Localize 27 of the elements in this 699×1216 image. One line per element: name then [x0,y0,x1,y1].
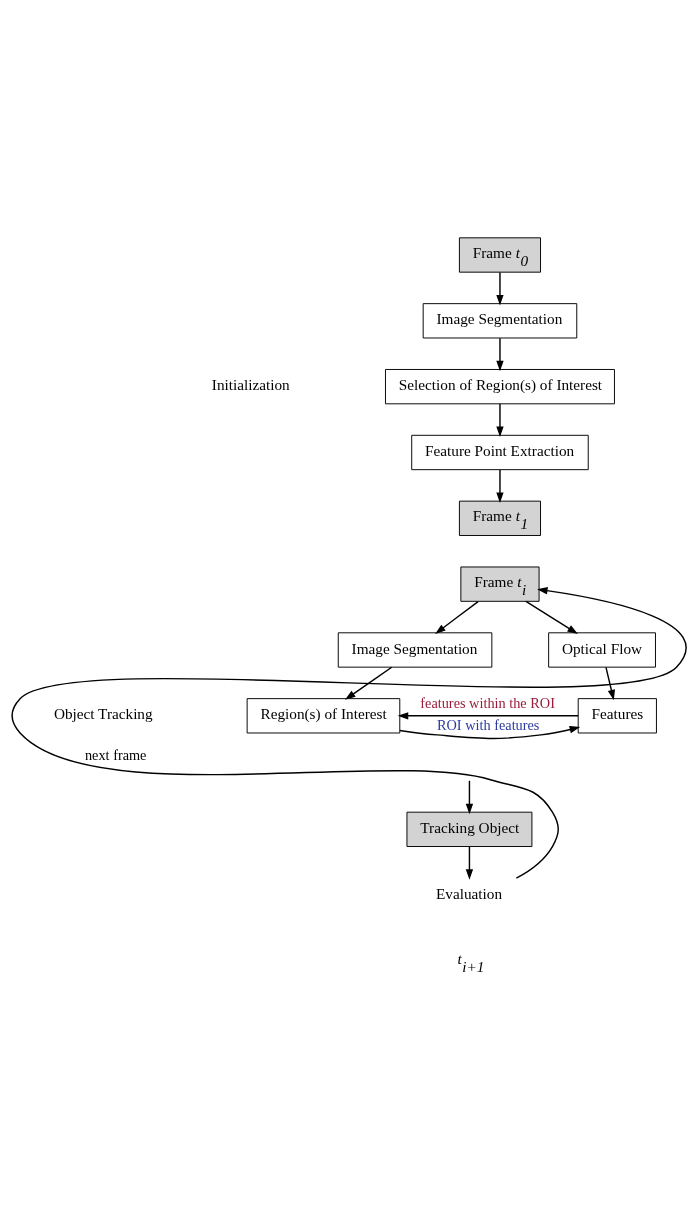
arrow [465,780,474,815]
node-box: Features [577,698,657,734]
node-text: Evaluation [436,884,503,902]
arrow [496,271,504,306]
node-box: Feature Point Extraction [411,434,589,471]
node-box: Tracking Object [406,811,533,847]
edge-label: next frame [84,746,147,763]
edge-label: features within the ROI [420,695,555,712]
arrow [496,337,504,372]
node-box: Image Segmentation [337,632,493,668]
node-box: Image Segmentation [422,303,578,339]
label: Initialization [211,376,290,394]
edge-label: ROI with features [437,717,540,734]
arrow [399,726,581,740]
arrow [496,469,504,503]
node-box: Selection of Region(s) of Interest [385,369,615,405]
arrow [465,846,474,880]
label: Object Tracking [53,705,153,723]
arrow [397,712,579,720]
arrow [605,666,615,701]
arrow [11,587,687,879]
arrow [496,403,504,438]
node-box: Region(s) of Interest [246,698,401,734]
node-box: Optical Flow [548,632,656,668]
arrow [345,666,393,700]
arrow [525,600,578,634]
arrow [435,600,479,634]
